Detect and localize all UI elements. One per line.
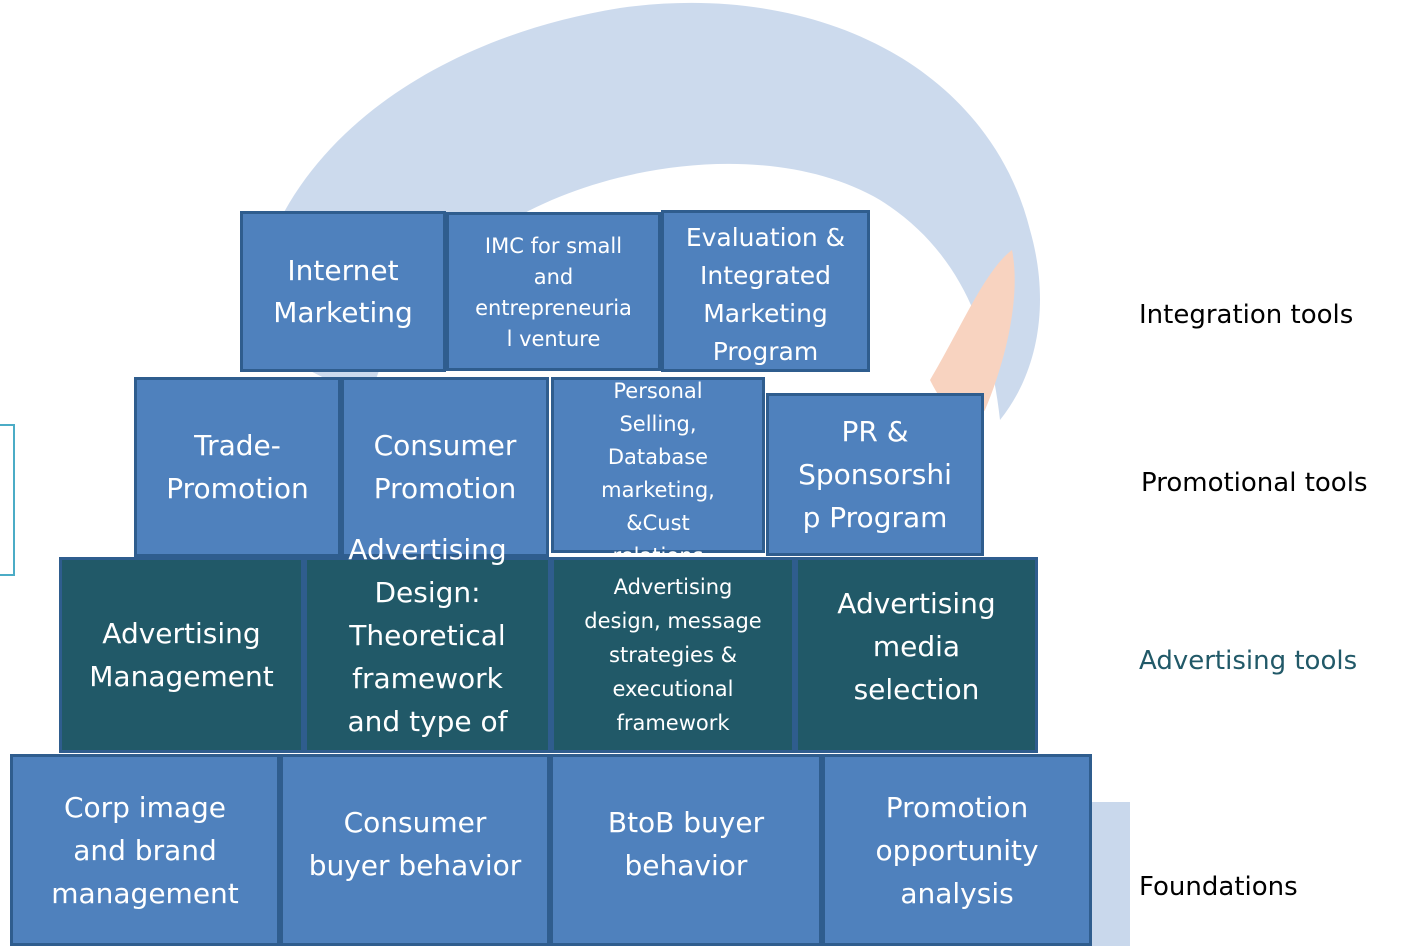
block-label: PR & Sponsorshi p Program: [798, 415, 952, 534]
block-internet-marketing[interactable]: Internet Marketing: [240, 211, 446, 372]
watermark-blue-band: [1088, 802, 1130, 946]
block-label: Trade- Promotion: [166, 429, 309, 505]
block-advertising-management[interactable]: Advertising Management: [59, 557, 304, 753]
block-personal-selling[interactable]: Personal Selling, Database marketing, &C…: [551, 377, 765, 568]
block-consumer-buyer-behavior[interactable]: Consumer buyer behavior: [280, 754, 550, 946]
block-evaluation-integrated-program[interactable]: Evaluation & Integrated Marketing Progra…: [661, 210, 870, 372]
block-label: Consumer buyer behavior: [308, 806, 522, 882]
block-advertising-design-theoretical[interactable]: Advertising Design: Theoretical framewor…: [304, 533, 551, 781]
label-advertising-tools: Advertising tools: [1139, 646, 1358, 676]
watermark-blue-swoosh: [250, 2, 1040, 420]
block-label: Advertising media selection: [837, 586, 996, 706]
block-label: BtoB buyer behavior: [607, 806, 765, 882]
block-corp-image-brand[interactable]: Corp image and brand management: [10, 754, 280, 946]
left-bracket-frame: [0, 424, 15, 576]
block-label: Internet Marketing: [273, 253, 413, 329]
block-label: Consumer Promotion: [373, 429, 517, 505]
block-label: IMC for small and entrepreneuria l ventu…: [475, 233, 632, 351]
block-label: Corp image and brand management: [51, 790, 239, 910]
block-trade-promotion[interactable]: Trade- Promotion: [134, 377, 341, 557]
block-consumer-promotion[interactable]: Consumer Promotion: [341, 377, 549, 557]
watermark-orange-swoosh: [930, 250, 1015, 420]
label-integration-tools: Integration tools: [1139, 300, 1354, 330]
block-advertising-design-message[interactable]: Advertising design, message strategies &…: [551, 557, 795, 753]
block-label: Evaluation & Integrated Marketing Progra…: [685, 223, 846, 366]
block-label: Advertising Design: Theoretical framewor…: [347, 533, 508, 781]
block-pr-sponsorship[interactable]: PR & Sponsorshi p Program: [766, 393, 984, 556]
block-advertising-media-selection[interactable]: Advertising media selection: [795, 557, 1038, 753]
label-promotional-tools: Promotional tools: [1141, 468, 1368, 498]
block-btob-buyer-behavior[interactable]: BtoB buyer behavior: [550, 754, 822, 946]
label-foundations: Foundations: [1139, 872, 1298, 902]
block-label: Advertising design, message strategies &…: [584, 575, 762, 735]
block-imc-small-entrepreneurial[interactable]: IMC for small and entrepreneuria l ventu…: [446, 212, 661, 371]
block-label: Personal Selling, Database marketing, &C…: [601, 379, 715, 568]
block-label: Promotion opportunity analysis: [875, 790, 1039, 910]
block-label: Advertising Management: [89, 617, 274, 693]
block-promotion-opportunity[interactable]: Promotion opportunity analysis: [822, 754, 1092, 946]
